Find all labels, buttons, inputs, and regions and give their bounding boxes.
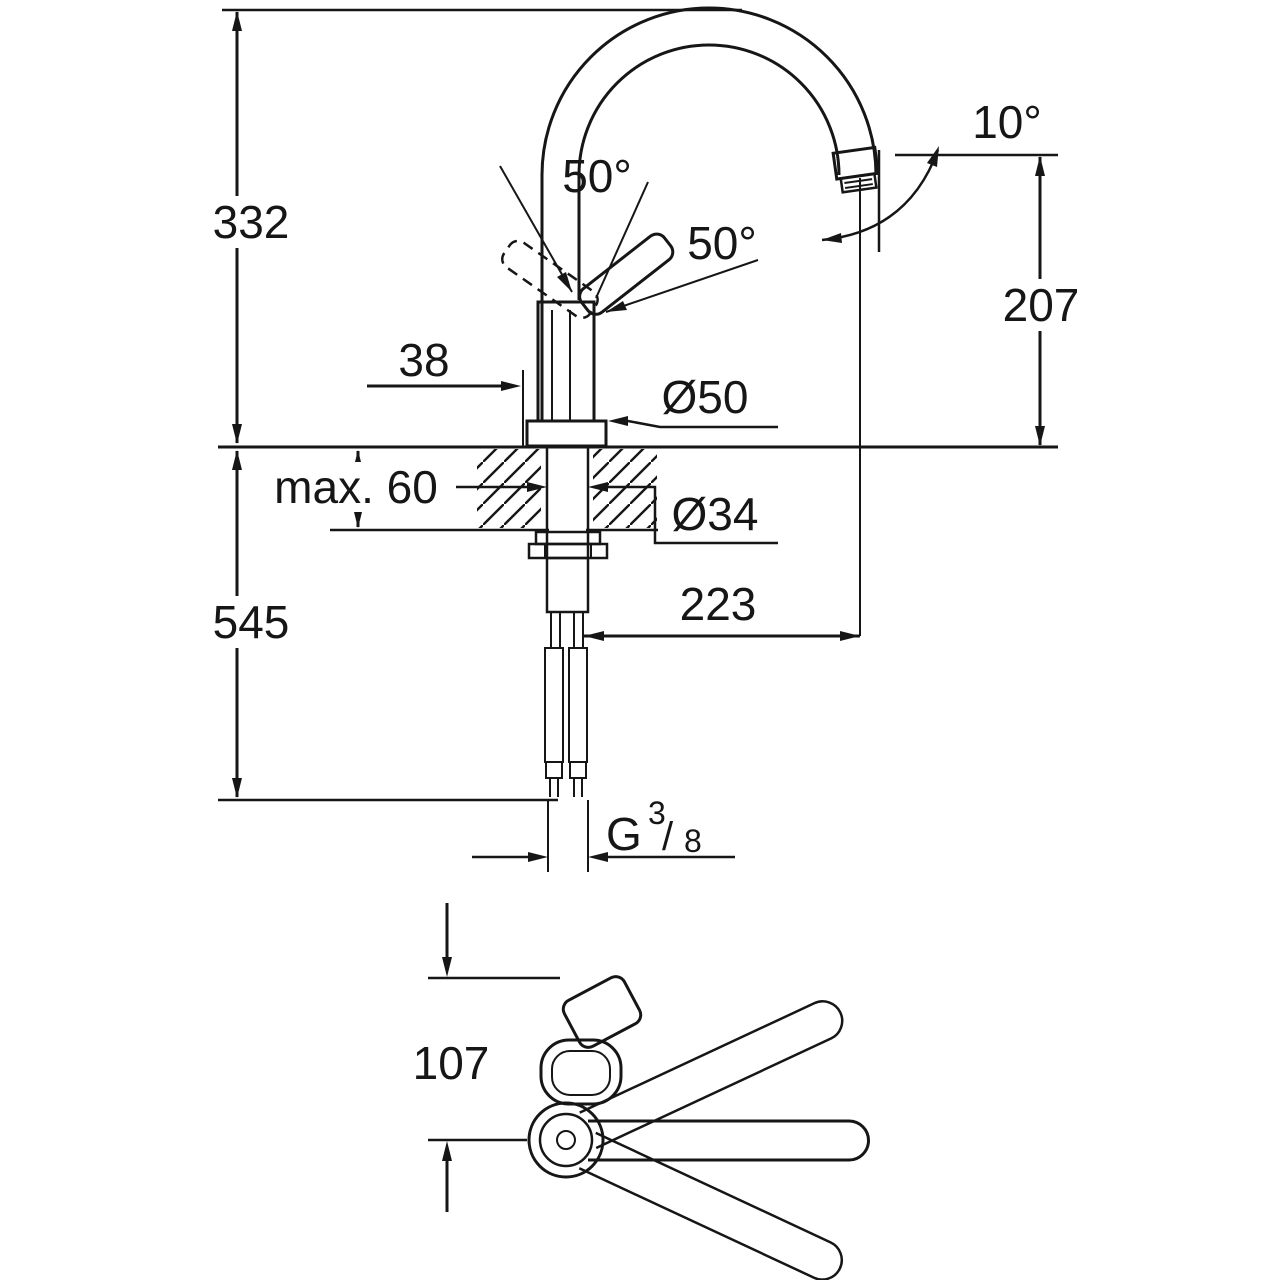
spout-position-up	[579, 1000, 844, 1150]
dim-spout-height: 207	[1003, 279, 1080, 331]
spout-position-down	[578, 1131, 844, 1280]
dim-hole-diameter: Ø34	[672, 488, 759, 540]
hose-tubes	[550, 612, 584, 648]
faucet-body	[536, 300, 596, 423]
swivel-arrow-bottom	[822, 233, 842, 243]
faucet-top-view	[527, 975, 870, 1280]
hose-fitting-left	[545, 761, 563, 779]
thread-denominator: 8	[684, 823, 702, 859]
spout-outer-arc	[540, 6, 878, 176]
dimension-lines	[232, 11, 1045, 1212]
leader-d34	[606, 485, 778, 545]
shank-hole	[549, 449, 586, 557]
angle-spout-label: 10°	[972, 96, 1042, 148]
body-inner-lines	[551, 310, 571, 420]
dim-spout-reach: 223	[680, 578, 757, 630]
faucet-base	[525, 419, 608, 448]
angle-line-mid	[595, 181, 649, 299]
shank-tube	[545, 447, 590, 558]
body-center-circle	[556, 1130, 576, 1150]
dim-height-below-counter: 545	[213, 596, 290, 648]
dim-body-offset: 38	[398, 334, 449, 386]
angle-line-right	[605, 259, 759, 313]
counter-cross-section	[218, 445, 1058, 558]
swivel-arrow-top	[927, 146, 939, 167]
body-inner-circle	[538, 1112, 594, 1168]
bracket-tabs	[544, 544, 592, 558]
angle-line-left	[499, 165, 573, 293]
handle-lever-dashed	[501, 239, 599, 320]
spout-position-middle	[588, 1119, 870, 1162]
hose-fitting-right	[569, 761, 587, 779]
angle-arrow-right	[606, 301, 627, 312]
spout-inner-arc	[577, 43, 841, 176]
thread-prefix: G	[606, 808, 642, 860]
braided-hose-left	[544, 647, 564, 763]
ext-thread	[547, 800, 589, 872]
dim-base-diameter: Ø50	[662, 371, 749, 423]
spout-outlet	[831, 145, 881, 194]
angle-handle-left-label: 50°	[562, 150, 632, 202]
leader-d50	[627, 419, 778, 429]
handle-top-escutcheon	[539, 1038, 623, 1106]
dim-max-deck-thickness: max. 60	[274, 461, 438, 513]
angle-handle-right-label: 50°	[687, 217, 757, 269]
handle-top-cap	[561, 975, 643, 1049]
braided-hose-right	[568, 647, 588, 763]
threaded-shank	[545, 556, 590, 614]
mounting-hardware	[527, 530, 609, 797]
label-backgrounds	[207, 196, 1086, 648]
handle-lever	[578, 232, 675, 316]
thread-numerator: 3	[648, 795, 666, 831]
dim-height-above-counter: 332	[213, 196, 290, 248]
dim-topview-height: 107	[413, 1037, 490, 1089]
thread-slash: /	[662, 815, 674, 859]
hose-tails	[549, 778, 583, 797]
faucet-side-view	[499, 6, 940, 448]
angle-arrow-left	[557, 272, 572, 292]
handle-top-inner	[551, 1050, 611, 1096]
extension-lines	[218, 8, 1058, 1142]
dimension-labels: 332 545 207 223 38 max. 60 Ø50 Ø34 107 1…	[213, 96, 1080, 1089]
